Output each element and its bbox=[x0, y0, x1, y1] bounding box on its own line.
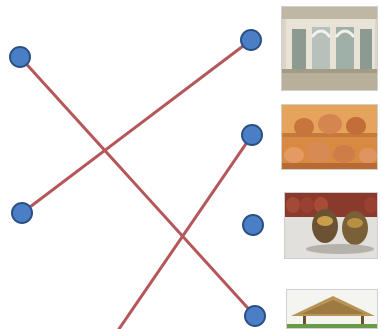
glazed-jars-photo[interactable] bbox=[284, 192, 378, 259]
connector-line-3 bbox=[117, 133, 254, 329]
right-dot-3[interactable] bbox=[242, 214, 264, 236]
right-dot-4[interactable] bbox=[244, 305, 266, 327]
connector-line-1 bbox=[18, 55, 257, 318]
left-dot-1[interactable] bbox=[9, 46, 31, 68]
left-dot-2[interactable] bbox=[11, 202, 33, 224]
right-dot-2[interactable] bbox=[241, 124, 263, 146]
right-dot-1[interactable] bbox=[240, 29, 262, 51]
thatched-hut-photo[interactable] bbox=[286, 289, 378, 329]
clay-pottery-photo[interactable] bbox=[281, 104, 378, 170]
connector-line-2 bbox=[20, 38, 253, 215]
ornate-pavilion-photo[interactable] bbox=[281, 6, 378, 91]
